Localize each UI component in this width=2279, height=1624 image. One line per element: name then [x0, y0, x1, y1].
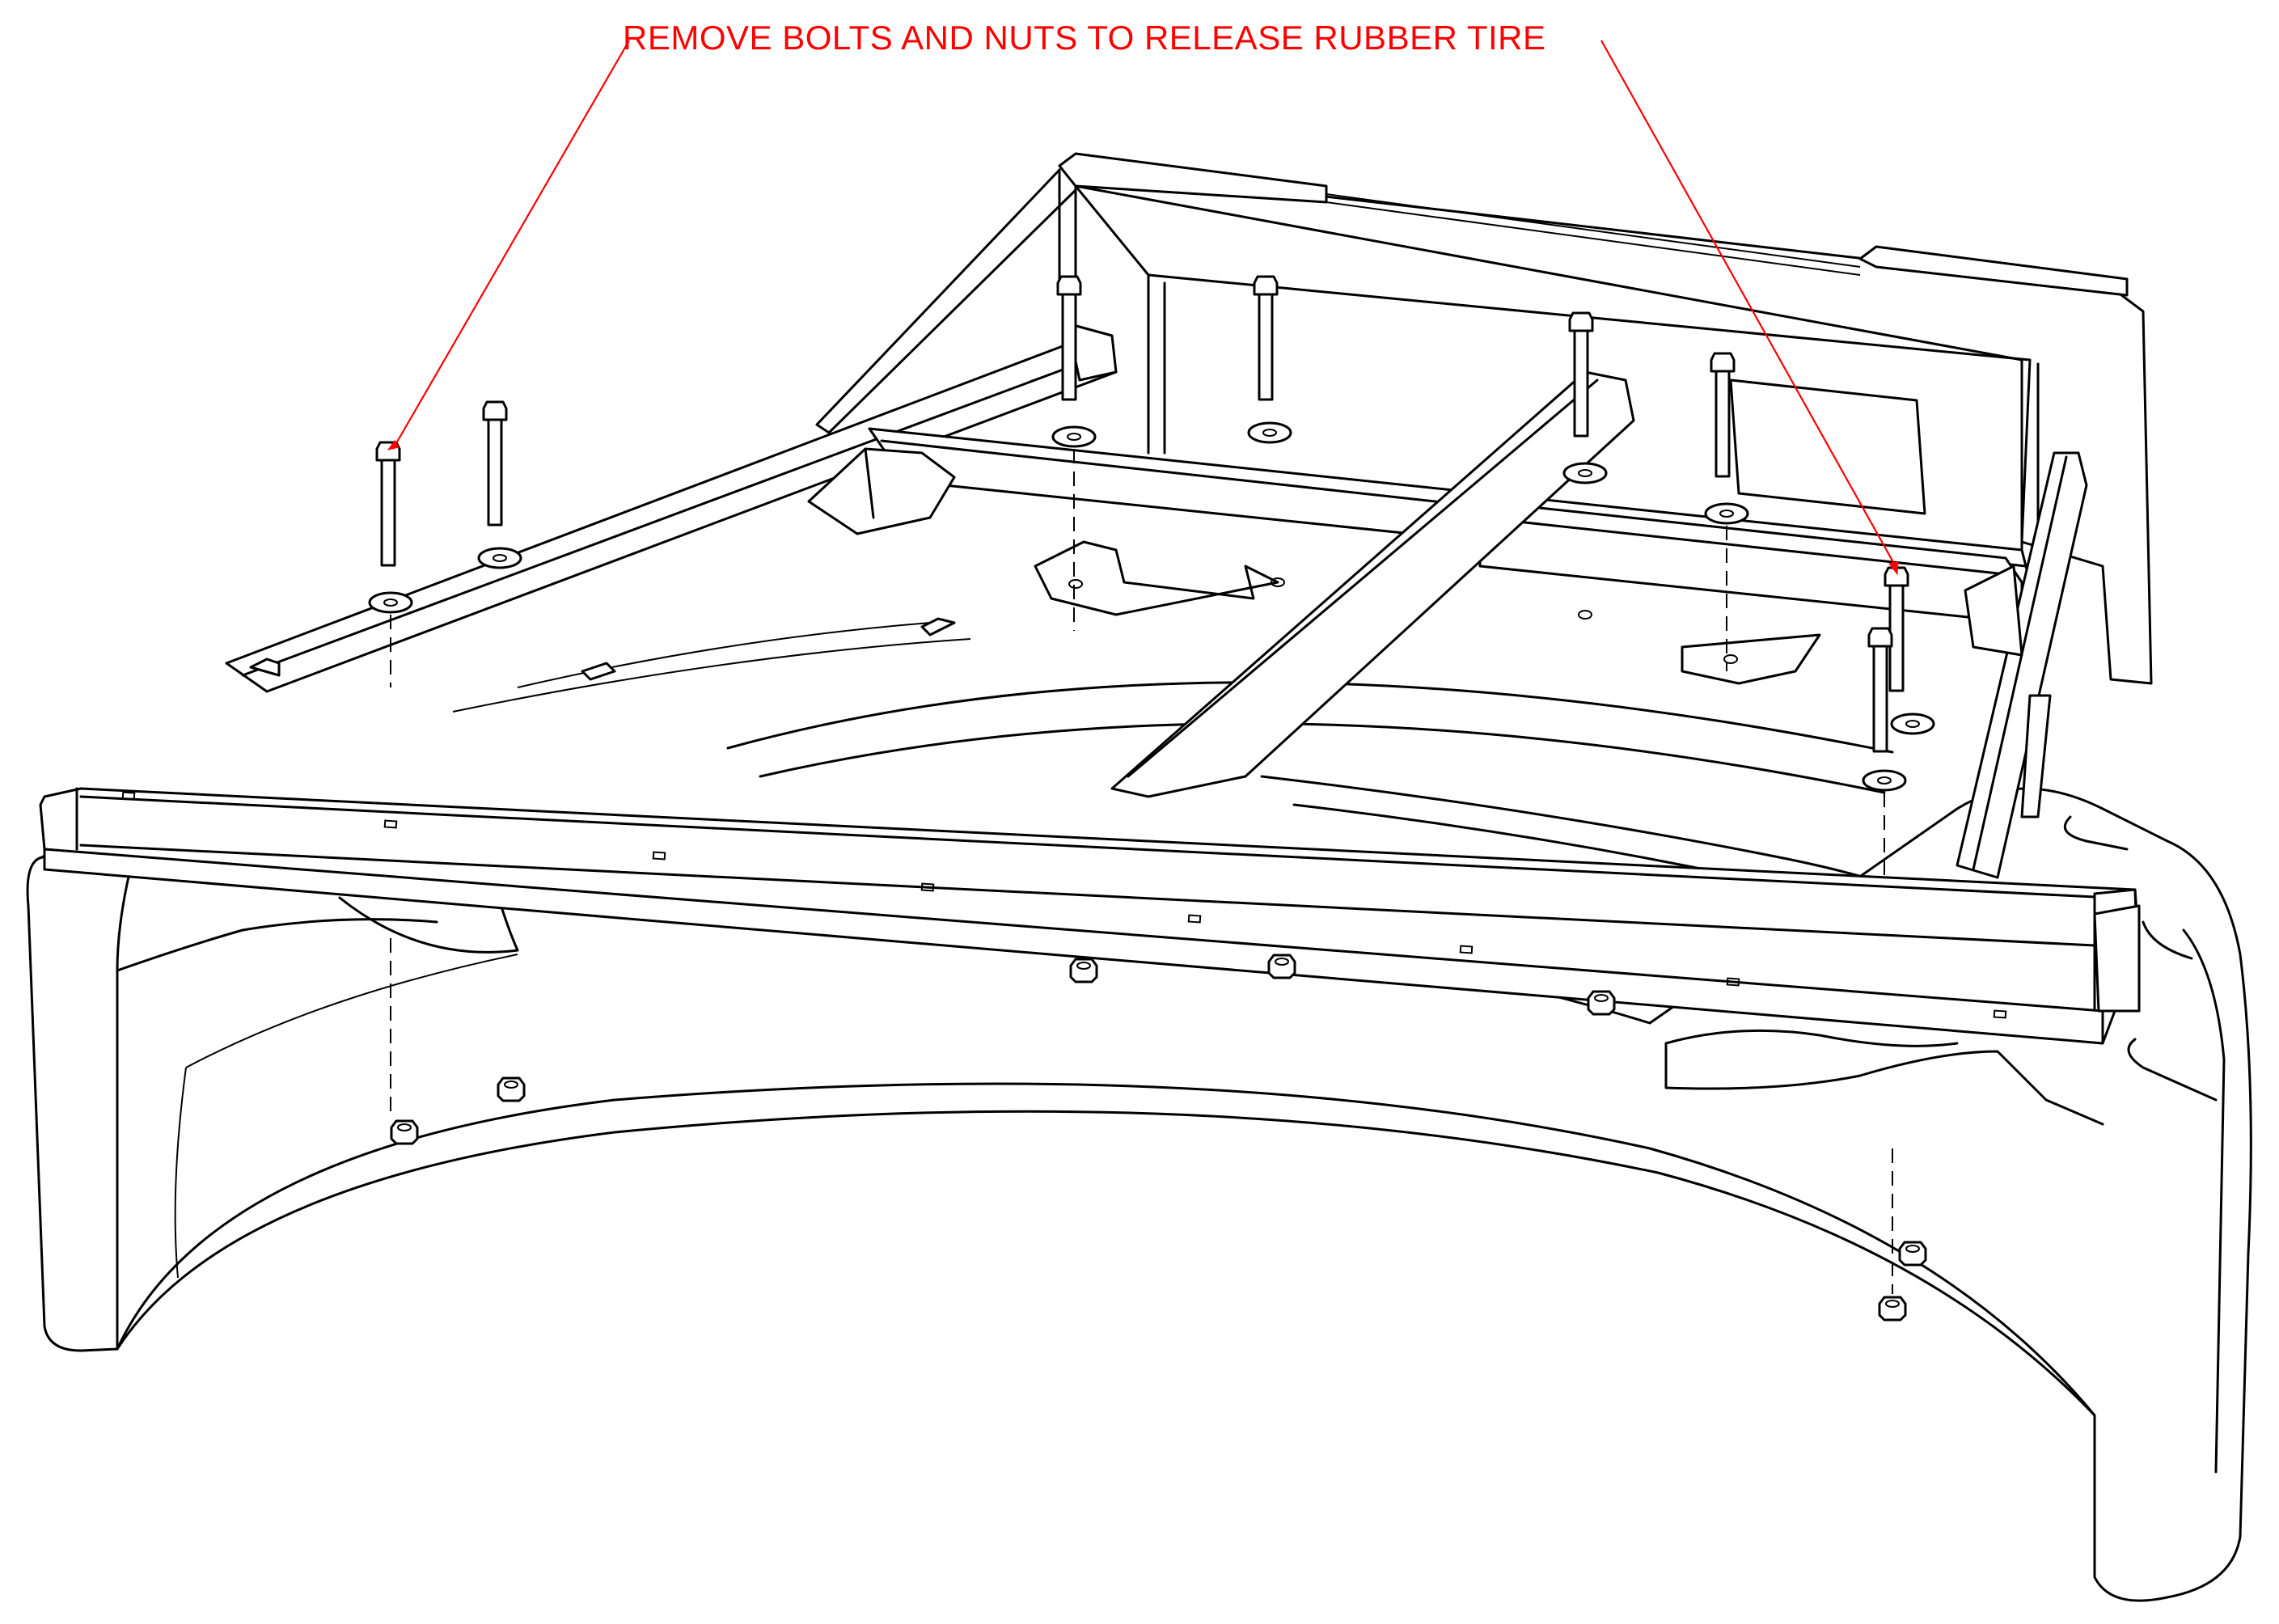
callout-leaders [387, 40, 1899, 576]
rear-panel [815, 152, 2153, 685]
bolt [1710, 352, 1736, 478]
leader-arrow-left [387, 440, 400, 450]
bolt [482, 400, 508, 527]
callout-label: REMOVE BOLTS AND NUTS TO RELEASE RUBBER … [623, 19, 1546, 57]
bolt [1253, 275, 1279, 401]
bolts [375, 275, 1909, 753]
flange-slots [121, 791, 2007, 1019]
leader-right [1600, 40, 1898, 570]
nuts [390, 954, 1927, 1322]
leader-left [392, 40, 630, 450]
washers [368, 421, 1935, 792]
frame [39, 322, 2141, 1045]
leader-arrow-right [1888, 561, 1899, 576]
alignment-lines [390, 449, 1893, 1294]
bolt [1867, 627, 1893, 753]
bolt [375, 441, 401, 567]
bolt [1568, 311, 1594, 438]
bolt [1056, 275, 1082, 401]
